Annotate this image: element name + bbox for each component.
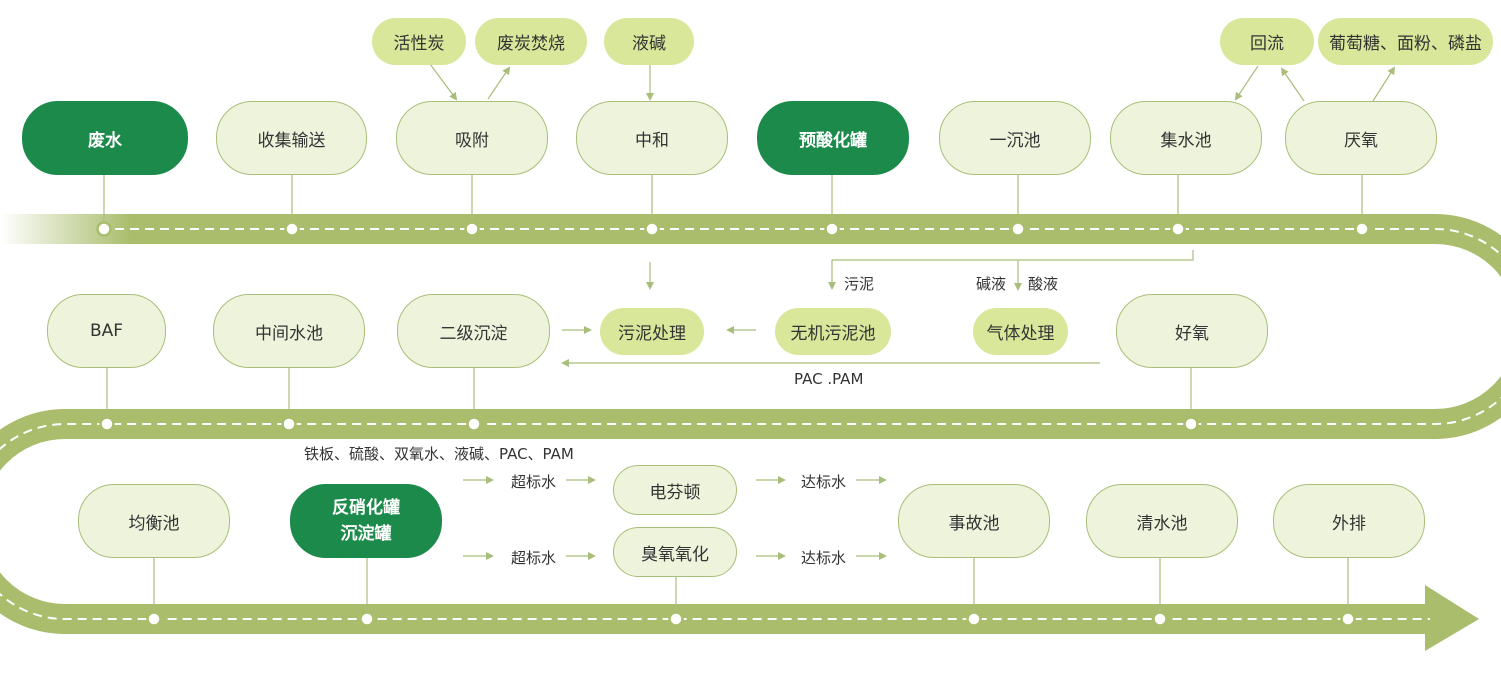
row2-stems (106, 367, 1192, 417)
label-chemicals: 铁板、硫酸、双氧水、液碱、PAC、PAM (304, 445, 574, 463)
node-discharge: 外排 (1273, 484, 1425, 558)
track-dashes (0, 228, 1501, 620)
node-secondary-settling: 二级沉淀 (397, 294, 550, 368)
input-lye: 液碱 (604, 18, 694, 65)
node-equalization-pool: 均衡池 (78, 484, 230, 558)
node-sludge-treatment: 污泥处理 (600, 308, 704, 355)
row3-connectors (463, 476, 887, 560)
node-accident-pool: 事故池 (898, 484, 1050, 558)
track-arrowhead (1425, 585, 1479, 651)
label-pac-pam: PAC .PAM (794, 370, 864, 388)
node-intermediate-pool: 中间水池 (213, 294, 365, 368)
label-meet-standard-top: 达标水 (801, 473, 847, 491)
node-electro-fenton: 电芬顿 (613, 465, 737, 515)
label-acid-liquid: 酸液 (1028, 275, 1059, 293)
node-clear-water-pool: 清水池 (1086, 484, 1238, 558)
node-collection-pool: 集水池 (1110, 101, 1262, 175)
node-denitrification-settling-tank: 反硝化罐 沉淀罐 (290, 484, 442, 558)
label-sludge: 污泥 (844, 275, 875, 293)
input-nutrients: 葡萄糖、面粉、磷盐 (1318, 18, 1493, 65)
reflux-label: 回流 (1220, 18, 1314, 65)
input-activated-carbon: 活性炭 (372, 18, 466, 65)
node-denitrification-line2: 沉淀罐 (340, 524, 392, 544)
station-circles (96, 221, 1370, 627)
row2-connectors (561, 250, 1194, 367)
node-collect-convey: 收集输送 (216, 101, 367, 175)
label-exceed-standard-bottom: 超标水 (511, 549, 557, 567)
node-primary-settling-pool: 一沉池 (939, 101, 1091, 175)
label-alkali-liquid: 碱液 (976, 275, 1007, 293)
node-aerobic: 好氧 (1116, 294, 1268, 368)
node-wastewater: 废水 (22, 101, 188, 175)
node-ozone-oxidation: 臭氧氧化 (613, 527, 737, 577)
node-anaerobic: 厌氧 (1285, 101, 1437, 175)
node-neutralization: 中和 (576, 101, 728, 175)
node-pre-acidification-tank: 预酸化罐 (757, 101, 909, 175)
node-denitrification-line1: 反硝化罐 (332, 498, 400, 518)
node-gas-treatment: 气体处理 (973, 308, 1068, 355)
node-inorganic-sludge-pool: 无机污泥池 (775, 308, 891, 355)
row3-stems (153, 557, 1349, 612)
output-waste-carbon-incineration: 废炭焚烧 (475, 18, 587, 65)
label-exceed-standard-top: 超标水 (511, 473, 557, 491)
row1-stems (103, 174, 1363, 222)
row1-input-arrows (429, 63, 1396, 102)
label-meet-standard-bottom: 达标水 (801, 549, 847, 567)
node-baf: BAF (47, 294, 166, 368)
node-adsorption: 吸附 (396, 101, 548, 175)
